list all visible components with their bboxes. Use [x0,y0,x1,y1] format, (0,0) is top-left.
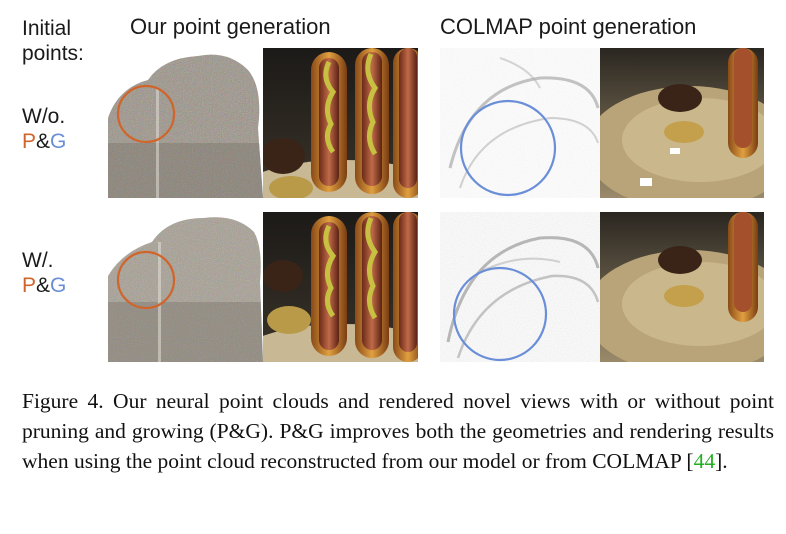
row-label-without-text: W/o. [22,105,66,128]
colmap-render-with-pg [600,212,764,362]
row-label-without: W/o. P&G [22,104,66,154]
blue-highlight-circle [459,99,557,197]
row-label-with: W/. P&G [22,248,66,298]
row-label-pg: P&G [22,129,66,154]
initial-points-line1: Initial [22,17,72,40]
pg-p-letter: P [22,130,37,153]
caption-text: Our neural point clouds and rendered nov… [22,389,774,473]
pg-amp-2: & [36,274,51,297]
colmap-pointcloud-with-pg [440,212,600,362]
ours-render-with-pg [263,212,418,362]
ours-pointcloud-with-pg [108,212,263,362]
caption-text-end: ]. [715,449,728,473]
ours-pointcloud-without-pg [108,48,263,198]
colmap-render-without-pg [600,48,764,198]
row-label-pg-2: P&G [22,273,66,298]
figure-label: Figure 4. [22,389,104,413]
orange-highlight-circle [116,84,176,144]
row-label-with-text: W/. [22,249,54,272]
column-header-colmap: COLMAP point generation [440,14,697,39]
orange-highlight-circle-2 [116,250,176,310]
pg-g-letter-2: G [50,274,67,297]
blue-highlight-circle-2 [452,266,548,362]
citation-link[interactable]: 44 [693,449,716,473]
pg-amp: & [36,130,51,153]
initial-points-label: Initial points: [22,16,84,66]
ours-render-without-pg [263,48,418,198]
column-header-ours: Our point generation [130,14,331,39]
initial-points-line2: points: [22,42,84,65]
pg-g-letter: G [50,130,67,153]
figure-caption: Figure 4. Our neural point clouds and re… [22,386,774,476]
colmap-pointcloud-without-pg [440,48,600,198]
pg-p-letter-2: P [22,274,37,297]
